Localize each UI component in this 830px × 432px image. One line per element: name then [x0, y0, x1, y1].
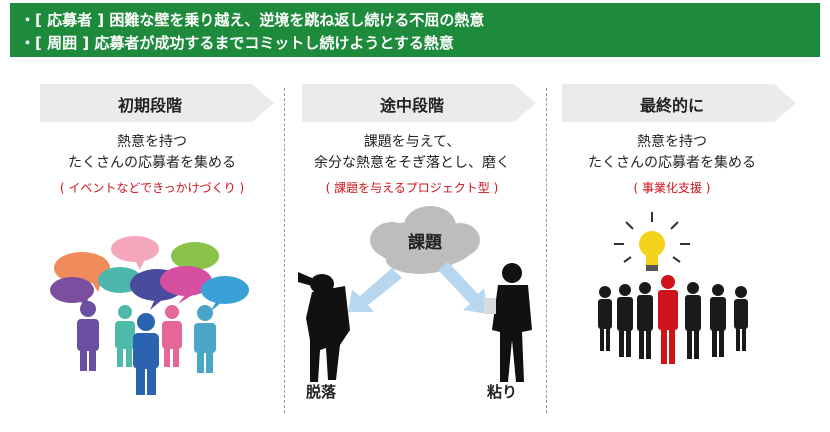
stage-header-final: 最終的に: [562, 84, 796, 122]
description-note: ( 課題を与えるプロジェクト型 ): [325, 181, 499, 195]
caption-dropout: 脱落: [306, 383, 337, 401]
stage-label-final: 最終的に: [639, 96, 704, 115]
stage-arrow-shape: [302, 84, 536, 122]
confident-businessman-icon: [484, 263, 532, 382]
stage-arrow-shape: [562, 84, 796, 122]
divider-line: [546, 88, 547, 413]
stage-description-final: 熱意を持つ たくさんの応募者を集める ( 事業化支援 ): [545, 132, 799, 198]
struggling-businessman-icon: [298, 272, 350, 382]
crowd-people-illustration: [77, 301, 216, 395]
description-line: 余分な熱意をそぎ落とし、磨く: [314, 155, 510, 171]
speech-bubble-icon: [171, 242, 219, 270]
arrow-down-left-icon: [348, 268, 402, 312]
top-banner: ・[ 応募者 ] 困難な壁を乗り越え、逆境を跳ね返し続ける不屈の熱意 ・[ 周囲…: [10, 3, 820, 57]
stage-label-initial: 初期段階: [117, 96, 182, 115]
stage-label-middle: 途中段階: [379, 96, 444, 115]
divider-line: [284, 88, 285, 413]
description-line: たくさんの応募者を集める: [588, 155, 756, 171]
arrow-down-right-icon: [438, 262, 488, 314]
banner-line-applicant: ・[ 応募者 ] 困難な壁を乗り越え、逆境を跳ね返し続ける不屈の熱意: [20, 11, 485, 29]
speech-bubble-icon: [160, 266, 212, 296]
stage-description-initial: 熱意を持つ たくさんの応募者を集める ( イベントなどできっかけづくり ): [25, 132, 279, 198]
caption-persistence: 粘り: [487, 383, 518, 401]
speech-bubble-icon: [50, 277, 94, 303]
description-line: たくさんの応募者を集める: [68, 155, 236, 171]
stage-header-middle: 途中段階: [302, 84, 536, 122]
cloud-icon: [370, 206, 480, 274]
business-team-illustration: [598, 275, 748, 364]
description-note: ( 事業化支援 ): [633, 181, 711, 195]
speech-bubbles-illustration: [50, 236, 249, 312]
banner-line-surrounding: ・[ 周囲 ] 応募者が成功するまでコミットし続けようとする熱意: [20, 34, 454, 52]
speech-bubble-icon: [201, 276, 249, 304]
description-line: 熱意を持つ: [117, 134, 187, 150]
description-line: 熱意を持つ: [637, 134, 707, 150]
speech-bubble-icon: [54, 252, 110, 284]
description-line: 課題を与えて、: [363, 134, 461, 150]
stage-header-initial: 初期段階: [40, 84, 274, 122]
light-bulb-icon: [614, 212, 690, 271]
cloud-label: 課題: [408, 233, 442, 253]
description-note: ( イベントなどできっかけづくり ): [59, 181, 245, 195]
stage-arrow-shape: [40, 84, 274, 122]
stage-description-middle: 課題を与えて、 余分な熱意をそぎ落とし、磨く ( 課題を与えるプロジェクト型 ): [285, 132, 539, 198]
speech-bubble-icon: [111, 236, 159, 262]
